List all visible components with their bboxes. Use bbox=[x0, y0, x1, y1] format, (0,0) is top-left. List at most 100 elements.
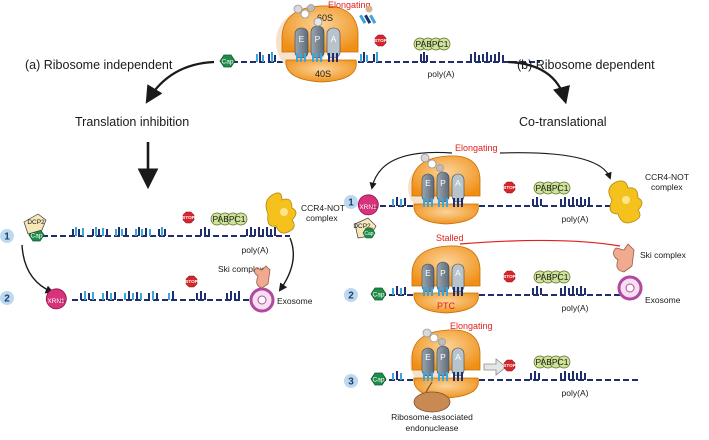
right-1-codons bbox=[392, 197, 590, 206]
right-1-ccr4-not-label-line1: CCR4-NOT bbox=[645, 172, 689, 182]
left-2-stop-label: STOP bbox=[185, 279, 197, 284]
top-polya-label: poly(A) bbox=[428, 69, 455, 79]
left-1-ccr4-not-label-line2: complex bbox=[306, 213, 338, 223]
right-3-cap-label: Cap bbox=[373, 377, 385, 384]
incoming-trna-icon bbox=[359, 5, 377, 24]
left-arrow-step1-to-step2 bbox=[21, 244, 54, 294]
right-1-ribosome: E P A bbox=[408, 153, 481, 225]
top-codons bbox=[256, 52, 504, 62]
right-3-site-p: P bbox=[440, 352, 446, 362]
right-1-dcp2-enzyme-icon: DCP2 Cap bbox=[353, 217, 377, 239]
label-60s: 60S bbox=[317, 13, 333, 23]
right-2-stop-codon-icon: STOP bbox=[503, 270, 516, 283]
right-3-stop-label: STOP bbox=[503, 363, 515, 368]
site-a-label: A bbox=[331, 34, 337, 44]
right-2-cap-icon: Cap bbox=[370, 287, 387, 301]
left-1-codons bbox=[72, 227, 276, 236]
left-step-2-number: 2 bbox=[4, 294, 10, 305]
top-mrna-group: Cap 60S 40S E P A Elongating bbox=[219, 0, 540, 83]
right-2-ptc-label: PTC bbox=[437, 301, 456, 311]
right-2-exosome-label: Exosome bbox=[645, 295, 681, 305]
right-2-ski-complex-label: Ski complex bbox=[640, 250, 687, 260]
endonuclease-cut-marker bbox=[425, 381, 433, 393]
right-1-site-a: A bbox=[455, 178, 461, 188]
right-1-arrow-to-xrn1 bbox=[369, 151, 453, 190]
right-2-pabpc1-label: PABPC1 bbox=[536, 272, 569, 282]
right-step-1: 1 E P A Elongating bbox=[344, 143, 689, 239]
ribosome-associated-endonuclease-icon bbox=[413, 391, 451, 413]
left-exosome-label: Exosome bbox=[277, 296, 313, 306]
left-1-cap-label: Cap bbox=[31, 233, 43, 240]
right-2-stalled-label: Stalled bbox=[436, 233, 464, 243]
right-1-polya-label: poly(A) bbox=[562, 214, 589, 224]
right-step-3-badge bbox=[344, 374, 358, 388]
right-2-stalled-connector bbox=[459, 239, 621, 247]
right-2-stop-label: STOP bbox=[503, 274, 515, 279]
right-1-stop-label: STOP bbox=[503, 185, 515, 190]
right-1-site-e: E bbox=[425, 178, 431, 188]
right-2-site-e: E bbox=[425, 268, 431, 278]
right-1-site-p: P bbox=[440, 178, 446, 188]
top-pabpc1-label: PABPC1 bbox=[416, 39, 449, 49]
right-1-xrn1-enzyme-icon: XRN1 bbox=[357, 194, 379, 216]
top-ribosome: 60S 40S E P A Elongating bbox=[276, 0, 377, 83]
right-2-site-p: P bbox=[440, 268, 446, 278]
left-2-codons bbox=[80, 291, 240, 300]
right-2-site-a: A bbox=[455, 268, 461, 278]
right-3-polya-label: poly(A) bbox=[562, 388, 589, 398]
right-2-ribosome: E P A PTC bbox=[411, 245, 481, 314]
site-p-label: P bbox=[315, 34, 321, 44]
left-1-pabpc1: PABPC1 bbox=[210, 212, 248, 226]
left-1-stop-codon-icon: STOP bbox=[182, 211, 195, 224]
left-step-1-badge bbox=[0, 229, 14, 243]
left-1-stop-label: STOP bbox=[182, 215, 194, 220]
right-2-polya-label: poly(A) bbox=[562, 303, 589, 313]
left-step-2: 2 XRN1 STOP Ski complex Exosome bbox=[0, 264, 313, 313]
left-step-2-badge bbox=[0, 291, 14, 305]
right-3-ribosome: E P A bbox=[410, 328, 481, 399]
left-1-pabpc1-label: PABPC1 bbox=[213, 214, 246, 224]
right-step-2-number: 2 bbox=[348, 291, 354, 302]
right-3-site-e: E bbox=[425, 352, 431, 362]
top-cap-label: Cap bbox=[222, 59, 234, 66]
top-elongating-label: Elongating bbox=[328, 0, 371, 10]
left-1-ccr4-not-complex: CCR4-NOT complex bbox=[265, 192, 345, 234]
top-cap-icon: Cap bbox=[219, 54, 236, 68]
co-translational-heading: Co-translational bbox=[519, 115, 607, 129]
left-exosome-icon: Exosome bbox=[249, 287, 313, 313]
right-3-codons bbox=[392, 371, 586, 380]
ribosome-dependent-heading: (b) Ribosome dependent bbox=[517, 58, 655, 72]
right-step-3: 3 Cap E P A Elongating bbox=[344, 321, 640, 433]
right-1-pabpc1-label: PABPC1 bbox=[536, 183, 569, 193]
right-1-elongating-label: Elongating bbox=[455, 143, 498, 153]
right-2-ski-complex-icon bbox=[613, 243, 635, 273]
small-subunit-40s bbox=[285, 59, 357, 83]
right-1-stop-codon-icon: STOP bbox=[503, 181, 516, 194]
right-3-cap-icon: Cap bbox=[370, 372, 387, 386]
left-1-ccr4-not-label-line1: CCR4-NOT bbox=[301, 203, 345, 213]
left-step-1-number: 1 bbox=[4, 232, 10, 243]
arrow-to-co-translational bbox=[507, 60, 570, 105]
right-2-cap-label: Cap bbox=[373, 292, 385, 299]
site-e-label: E bbox=[299, 34, 305, 44]
right-3-elongating-label: Elongating bbox=[450, 321, 493, 331]
right-3-stop-codon-icon: STOP bbox=[503, 359, 516, 372]
endonuclease-label-line2: endonuclease bbox=[406, 423, 459, 433]
top-pabpc1: PABPC1 bbox=[413, 37, 451, 51]
right-2-exosome-icon: Exosome bbox=[617, 275, 681, 305]
left-1-polya-label: poly(A) bbox=[242, 245, 269, 255]
right-3-movement-arrow-icon bbox=[483, 358, 507, 376]
right-1-ccr4-not-complex: CCR4-NOT complex bbox=[608, 172, 689, 224]
right-step-2-badge bbox=[344, 288, 358, 302]
dcp2-enzyme-icon: DCP2 bbox=[23, 213, 47, 235]
right-step-2: 2 Cap E P A PTC Stalled bbox=[344, 233, 687, 314]
right-step-3-number: 3 bbox=[348, 377, 354, 388]
right-3-pabpc1: PABPC1 bbox=[533, 355, 571, 369]
right-1-arrow-to-ccr4 bbox=[499, 152, 612, 180]
right-2-pabpc1: PABPC1 bbox=[533, 270, 571, 284]
right-1-ccr4-not-label-line2: complex bbox=[651, 182, 683, 192]
top-stop-codon-icon: STOP bbox=[374, 34, 387, 47]
top-stop-label: STOP bbox=[374, 38, 386, 43]
